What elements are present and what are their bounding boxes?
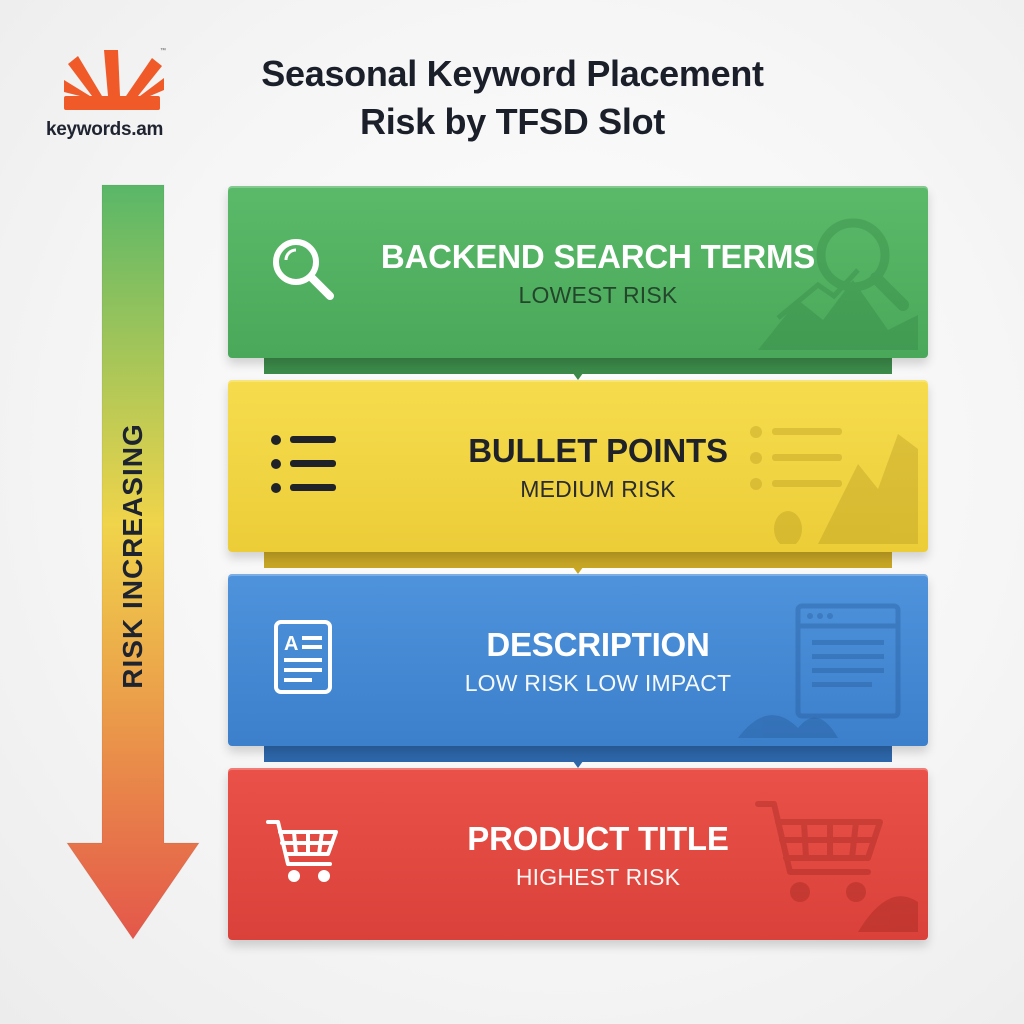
tier-name: BACKEND SEARCH TERMS	[380, 238, 816, 275]
list-mountain-decoration-icon	[750, 426, 918, 544]
logo-mark-icon: ™	[64, 47, 166, 110]
tier-notch	[562, 358, 594, 380]
shopping-cart-icon	[266, 820, 338, 882]
tier-risk-label: MEDIUM RISK	[520, 476, 676, 502]
svg-text:™: ™	[160, 47, 166, 54]
title-line-1: Seasonal Keyword Placement	[261, 53, 764, 94]
tier-notch	[562, 552, 594, 574]
magnifier-icon	[273, 239, 334, 300]
tier-risk-label: LOWEST RISK	[518, 282, 678, 308]
tier-risk-label: LOW RISK LOW IMPACT	[464, 670, 732, 696]
title-line-2: Risk by TFSD Slot	[360, 101, 665, 142]
tier-face: PRODUCT TITLE HIGHEST RISK	[228, 768, 928, 940]
tier-name: DESCRIPTION	[486, 626, 710, 663]
tier-risk-label: HIGHEST RISK	[515, 864, 681, 890]
tier-face: BULLET POINTS MEDIUM RISK	[228, 380, 928, 552]
risk-label-text: RISK INCREASING	[117, 423, 148, 689]
magnifier-mountain-decoration-icon	[758, 218, 918, 350]
tier-name: PRODUCT TITLE	[467, 820, 729, 857]
logo-text: keywords.am	[46, 119, 164, 140]
page-title: Seasonal Keyword Placement Risk by TFSD …	[200, 50, 825, 146]
svg-text:A: A	[284, 633, 298, 655]
tier-notch	[562, 746, 594, 768]
tier-face: A DESCRIPTION LOW RISK LOW IMPACT	[228, 574, 928, 746]
tier-face: BACKEND SEARCH TERMS LOWEST RISK	[228, 186, 928, 358]
keywords-am-logo: ™ keywords.am	[44, 44, 194, 154]
cart-decoration-icon	[755, 801, 918, 932]
browser-page-decoration-icon	[738, 603, 901, 738]
tier-name: BULLET POINTS	[468, 432, 728, 469]
risk-increasing-arrow	[66, 184, 200, 940]
list-icon	[271, 435, 336, 493]
document-icon: A	[274, 620, 332, 694]
